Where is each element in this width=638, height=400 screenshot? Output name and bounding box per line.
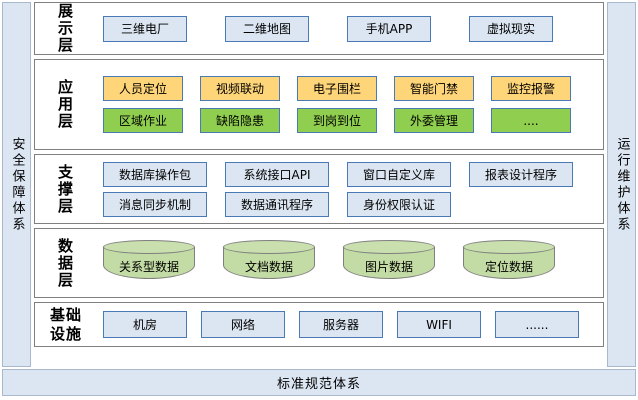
layer-body-data: 关系型数据 文档数据 图片数据 定位数据 (97, 229, 603, 297)
layer-row: 人员定位视频联动电子围栏智能门禁监控报警 (103, 76, 597, 101)
layer-row: 数据库操作包系统接口API 窗口自定义库报表设计程序 (103, 161, 597, 187)
module-box[interactable]: 窗口自定义库 (347, 161, 451, 187)
module-box[interactable]: 三维电厂 (103, 15, 187, 42)
data-cylinder-label: 文档数据 (244, 259, 293, 274)
module-box[interactable]: 身份权限认证 (347, 191, 451, 217)
module-box[interactable]: 二维地图 (225, 15, 309, 42)
module-box[interactable]: 人员定位 (103, 76, 183, 101)
module-box[interactable]: WIFI (397, 311, 481, 338)
cylinder-top-icon (463, 240, 555, 254)
layer-title-application: 应用层 (35, 79, 97, 130)
data-cylinder[interactable]: 图片数据 (343, 240, 435, 286)
module-box[interactable]: ...... (495, 311, 579, 338)
cylinder-top-icon (343, 240, 435, 254)
layer-title-line: 基础 (49, 305, 82, 324)
layer-title-line: 层 (57, 36, 74, 54)
module-box[interactable]: 报表设计程序 (469, 161, 573, 187)
layer-title-line: 层 (57, 112, 74, 130)
layer-title-line: 撑 (57, 179, 74, 198)
module-box[interactable]: 机房 (103, 311, 187, 338)
layer-title-presentation: 展示层 (35, 3, 97, 54)
data-cylinder[interactable]: 文档数据 (223, 240, 315, 286)
layer-row: 机房网络服务器 WIFI...... (103, 311, 597, 338)
layer-title-support: 支撑层 (35, 162, 97, 215)
layer-title-line: 示 (57, 19, 74, 37)
layer-title-line: 应 (57, 78, 74, 96)
layer-title-infrastructure: 基础设施 (35, 306, 97, 344)
module-box[interactable]: 监控报警 (491, 76, 571, 101)
bottom-bar-label: 标准规范体系 (276, 377, 361, 392)
layer-title-line: 数 (57, 236, 74, 255)
layer-body-infrastructure: 机房网络服务器 WIFI...... (97, 303, 603, 346)
layer-title-line: 用 (57, 95, 74, 113)
module-box[interactable]: 消息同步机制 (103, 191, 207, 217)
bottom-bar-standards-system: 标准规范体系 (2, 369, 636, 396)
layer-title-line: 层 (57, 270, 74, 289)
left-pillar-label: 安全保障体系 (9, 136, 25, 233)
data-cylinder-label: 定位数据 (484, 259, 533, 274)
module-box[interactable]: 数据通讯程序 (225, 191, 329, 217)
module-box[interactable]: 缺陷隐患 (200, 108, 280, 133)
module-box[interactable]: 网络 (201, 311, 285, 338)
module-box[interactable]: 电子围栏 (297, 76, 377, 101)
left-pillar-security-system: 安全保障体系 (2, 2, 31, 367)
right-pillar-ops-maintenance-system: 运行维护体系 (607, 2, 636, 367)
module-box[interactable]: 虚拟现实 (469, 15, 553, 42)
module-box[interactable]: 区域作业 (103, 108, 183, 133)
layer-title-line: 层 (57, 196, 74, 215)
data-cylinder-label: 关系型数据 (118, 259, 179, 274)
module-box[interactable]: 数据库操作包 (103, 161, 207, 187)
data-cylinder-label: 图片数据 (364, 259, 413, 274)
layer-body-presentation: 三维电厂 二维地图 手机APP 虚拟现实 (97, 3, 603, 54)
layer-title-line: 展 (57, 2, 74, 20)
layer-title-line: 据 (57, 253, 74, 272)
module-box[interactable]: 手机APP (347, 15, 431, 42)
layer-title-data: 数据层 (35, 236, 97, 289)
cylinder-top-icon (223, 240, 315, 254)
module-box[interactable]: 外委管理 (394, 108, 474, 133)
layer-row: 关系型数据 文档数据 图片数据 定位数据 (103, 240, 597, 286)
layer-title-line: 支 (57, 162, 74, 181)
layer-title-line: 设施 (49, 324, 82, 343)
layer-data: 数据层 关系型数据 文档数据 图片数据 定位数据 (34, 228, 604, 298)
data-cylinder[interactable]: 关系型数据 (103, 240, 195, 286)
module-box[interactable]: 到岗到位 (297, 108, 377, 133)
right-pillar-label: 运行维护体系 (614, 136, 630, 233)
module-box[interactable]: 系统接口API (225, 161, 329, 187)
data-cylinder[interactable]: 定位数据 (463, 240, 555, 286)
layer-row: 三维电厂 二维地图 手机APP 虚拟现实 (103, 15, 597, 42)
module-box[interactable]: .... (491, 108, 571, 133)
layer-row: 消息同步机制数据通讯程序身份权限认证 (103, 191, 597, 217)
layer-row: 区域作业缺陷隐患到岗到位外委管理.... (103, 108, 597, 133)
module-box[interactable]: 视频联动 (200, 76, 280, 101)
cylinder-top-icon (103, 240, 195, 254)
layer-body-support: 数据库操作包系统接口API 窗口自定义库报表设计程序消息同步机制数据通讯程序身份权… (97, 155, 603, 223)
module-box[interactable]: 智能门禁 (394, 76, 474, 101)
layer-application: 应用层人员定位视频联动电子围栏智能门禁监控报警区域作业缺陷隐患到岗到位外委管理.… (34, 59, 604, 150)
layer-body-application: 人员定位视频联动电子围栏智能门禁监控报警区域作业缺陷隐患到岗到位外委管理.... (97, 60, 603, 149)
module-box[interactable]: 服务器 (299, 311, 383, 338)
